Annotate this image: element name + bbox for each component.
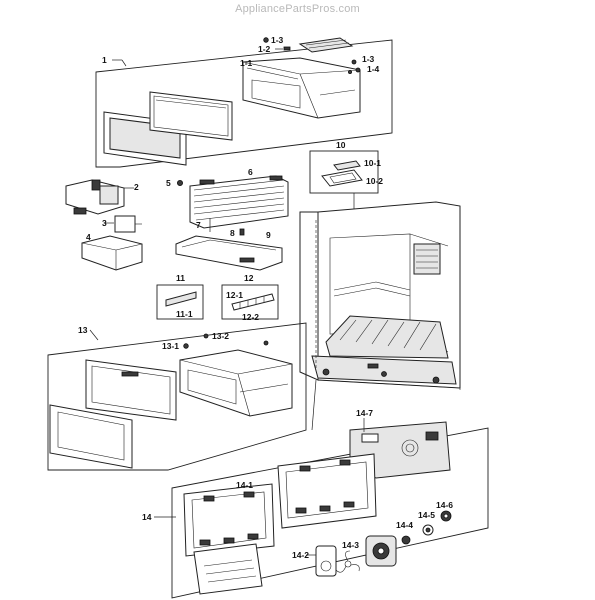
part-13-drawer-bin[interactable] bbox=[179, 349, 293, 417]
frame-10 bbox=[309, 150, 379, 194]
label-4: 4 bbox=[86, 232, 91, 242]
label-5: 5 bbox=[166, 178, 171, 188]
label-14: 14 bbox=[142, 512, 152, 522]
part-13-1-fastener[interactable] bbox=[183, 343, 189, 349]
label-13: 13 bbox=[78, 325, 88, 335]
part-13-2-fastener-b[interactable] bbox=[263, 340, 269, 346]
part-14-4-bushing[interactable] bbox=[401, 535, 411, 545]
label-14-3: 14-3 bbox=[342, 540, 359, 550]
label-12: 12 bbox=[244, 273, 254, 283]
refrigerator-cabinet[interactable] bbox=[299, 201, 461, 390]
label-1-1: 1-1 bbox=[240, 58, 253, 68]
part-1-3-fastener[interactable] bbox=[263, 37, 269, 43]
label-3: 3 bbox=[102, 218, 107, 228]
part-1-1-drawer-basket[interactable] bbox=[242, 57, 361, 119]
label-6: 6 bbox=[248, 167, 253, 177]
label-1-3-b: 1-3 bbox=[362, 54, 375, 64]
label-1-2: 1-2 bbox=[258, 44, 271, 54]
label-14-6: 14-6 bbox=[436, 500, 453, 510]
part-3-sensor[interactable] bbox=[114, 215, 142, 233]
part-14-3-fan-blade[interactable] bbox=[335, 550, 360, 573]
frame-11 bbox=[156, 284, 204, 320]
part-9-drain-pan[interactable] bbox=[175, 235, 283, 271]
label-14-5: 14-5 bbox=[418, 510, 435, 520]
label-13-1: 13-1 bbox=[162, 341, 179, 351]
part-8-clip[interactable] bbox=[239, 228, 245, 236]
part-13-2-fastener[interactable] bbox=[203, 333, 209, 339]
label-10-1: 10-1 bbox=[364, 158, 381, 168]
label-2: 2 bbox=[134, 182, 139, 192]
part-14-hinged-cover[interactable] bbox=[193, 543, 263, 595]
part-14-5-grommet[interactable] bbox=[422, 524, 434, 536]
label-14-1: 14-1 bbox=[236, 480, 253, 490]
part-1-drawer-front[interactable] bbox=[103, 91, 233, 166]
part-14-1-panel-lower[interactable] bbox=[183, 483, 275, 557]
label-14-7: 14-7 bbox=[356, 408, 373, 418]
part-14-panel-upper[interactable] bbox=[277, 453, 377, 529]
assembly-1-upper-drawer: 1 1-3 1-2 1-1 1-3 1-4 bbox=[95, 35, 393, 168]
part-1-4-fastener-b[interactable] bbox=[347, 70, 352, 75]
assembly-11-12: 11 11-1 12 12-1 12-2 bbox=[156, 273, 279, 322]
part-1-2-clip[interactable] bbox=[283, 46, 291, 51]
watermark: AppliancePartsPros.com bbox=[235, 3, 360, 15]
part-12-rail[interactable] bbox=[231, 293, 275, 311]
part-grid-cover[interactable] bbox=[298, 37, 354, 53]
label-14-4: 14-4 bbox=[396, 520, 413, 530]
part-2-fan-housing[interactable] bbox=[65, 179, 125, 215]
label-7: 7 bbox=[196, 220, 201, 230]
assembly-10-cabinet: 10 10-1 10-2 bbox=[299, 140, 461, 431]
label-10: 10 bbox=[336, 140, 346, 150]
part-1-3-fastener-b[interactable] bbox=[351, 59, 357, 65]
frame-12 bbox=[221, 284, 279, 320]
label-12-2: 12-2 bbox=[242, 312, 259, 322]
label-1-3-a: 1-3 bbox=[271, 35, 284, 45]
part-14-fan-housing[interactable] bbox=[365, 535, 397, 567]
label-1: 1 bbox=[102, 55, 107, 65]
part-1-4-fastener[interactable] bbox=[355, 67, 361, 73]
label-9: 9 bbox=[266, 230, 271, 240]
label-1-4: 1-4 bbox=[367, 64, 380, 74]
part-10-2-light-housing[interactable] bbox=[321, 169, 363, 187]
label-10-2: 10-2 bbox=[366, 176, 383, 186]
label-8: 8 bbox=[230, 228, 235, 238]
part-5-screw[interactable] bbox=[176, 179, 183, 186]
part-10-1-light-cover[interactable] bbox=[333, 160, 361, 171]
label-11-1: 11-1 bbox=[176, 309, 193, 319]
label-11: 11 bbox=[176, 273, 185, 283]
part-11-bracket[interactable] bbox=[165, 291, 197, 307]
part-13-drawer-front[interactable] bbox=[49, 359, 177, 469]
label-12-1: 12-1 bbox=[226, 290, 243, 300]
label-13-2: 13-2 bbox=[212, 331, 229, 341]
frame-13 bbox=[47, 322, 307, 471]
assembly-13-lower-drawer: 13 13-1 13-2 bbox=[47, 322, 307, 471]
assembly-14-rear-panel: 14 14-7 bbox=[142, 408, 489, 599]
part-14-6-cap[interactable] bbox=[440, 510, 452, 522]
part-4-tray[interactable] bbox=[81, 235, 143, 271]
part-6-evaporator[interactable] bbox=[189, 175, 289, 229]
label-14-2: 14-2 bbox=[292, 550, 309, 560]
part-14-2-motor[interactable] bbox=[315, 545, 337, 577]
assembly-evaporator-parts: 2 3 4 5 bbox=[65, 167, 289, 271]
